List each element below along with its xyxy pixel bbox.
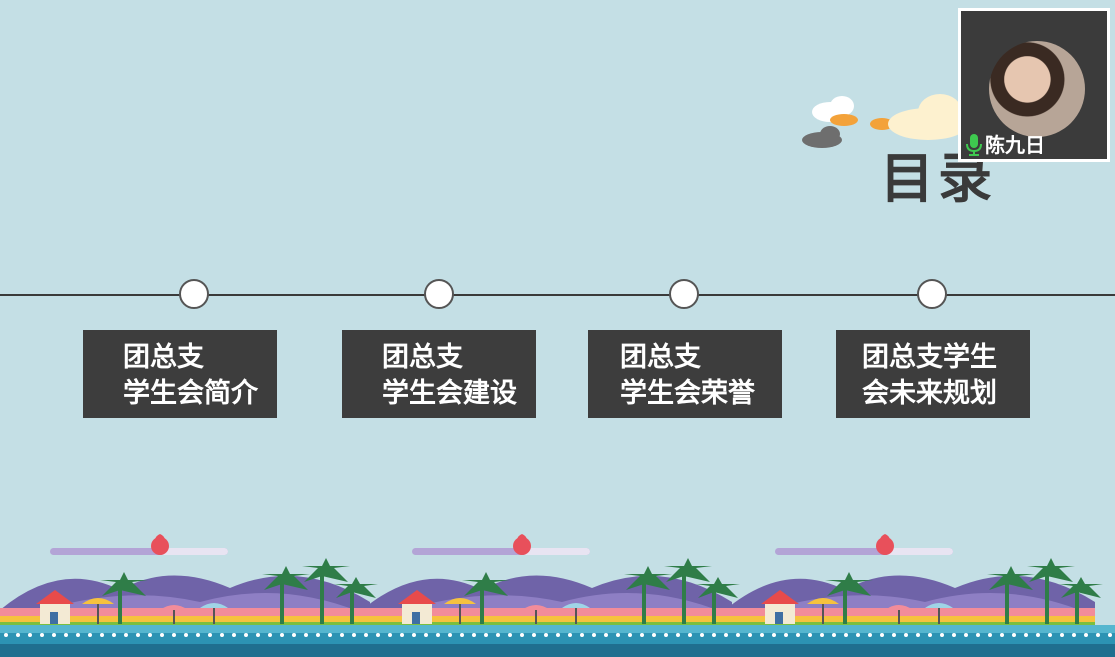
section-card-line1: 团总支学生 [862,342,997,373]
section-card-line1: 团总支 [620,342,701,373]
participant-avatar [989,41,1085,137]
section-card-future-plan[interactable]: 团总支学生 会未来规划 [836,330,1030,418]
orange-cloud [830,114,894,130]
webcam-video: 陈九日 [961,11,1107,159]
section-card-line2: 会未来规划 [862,378,997,409]
timeline-node-1 [179,279,209,309]
section-card-honors[interactable]: 团总支 学生会荣誉 [588,330,782,418]
timeline-node-4 [917,279,947,309]
section-card-line2: 学生会简介 [123,378,258,409]
gray-cloud [802,126,842,148]
timeline-line [0,294,1115,296]
participant-label: 陈九日 [965,133,1045,157]
section-card-line2: 学生会建设 [382,378,517,409]
large-cream-cloud [888,94,968,140]
section-card-line1: 团总支 [382,342,463,373]
participant-name: 陈九日 [985,133,1045,157]
section-card-line1: 团总支 [123,342,204,373]
section-card-intro[interactable]: 团总支 学生会简介 [83,330,277,418]
microphone-icon [966,134,982,156]
section-card-construction[interactable]: 团总支 学生会建设 [342,330,536,418]
webcam-overlay[interactable]: 陈九日 [958,8,1110,162]
timeline-node-2 [424,279,454,309]
section-card-line2: 学生会荣誉 [620,378,755,409]
landscape-decoration [0,534,1115,657]
clouds-decoration [802,94,968,148]
timeline-node-3 [669,279,699,309]
